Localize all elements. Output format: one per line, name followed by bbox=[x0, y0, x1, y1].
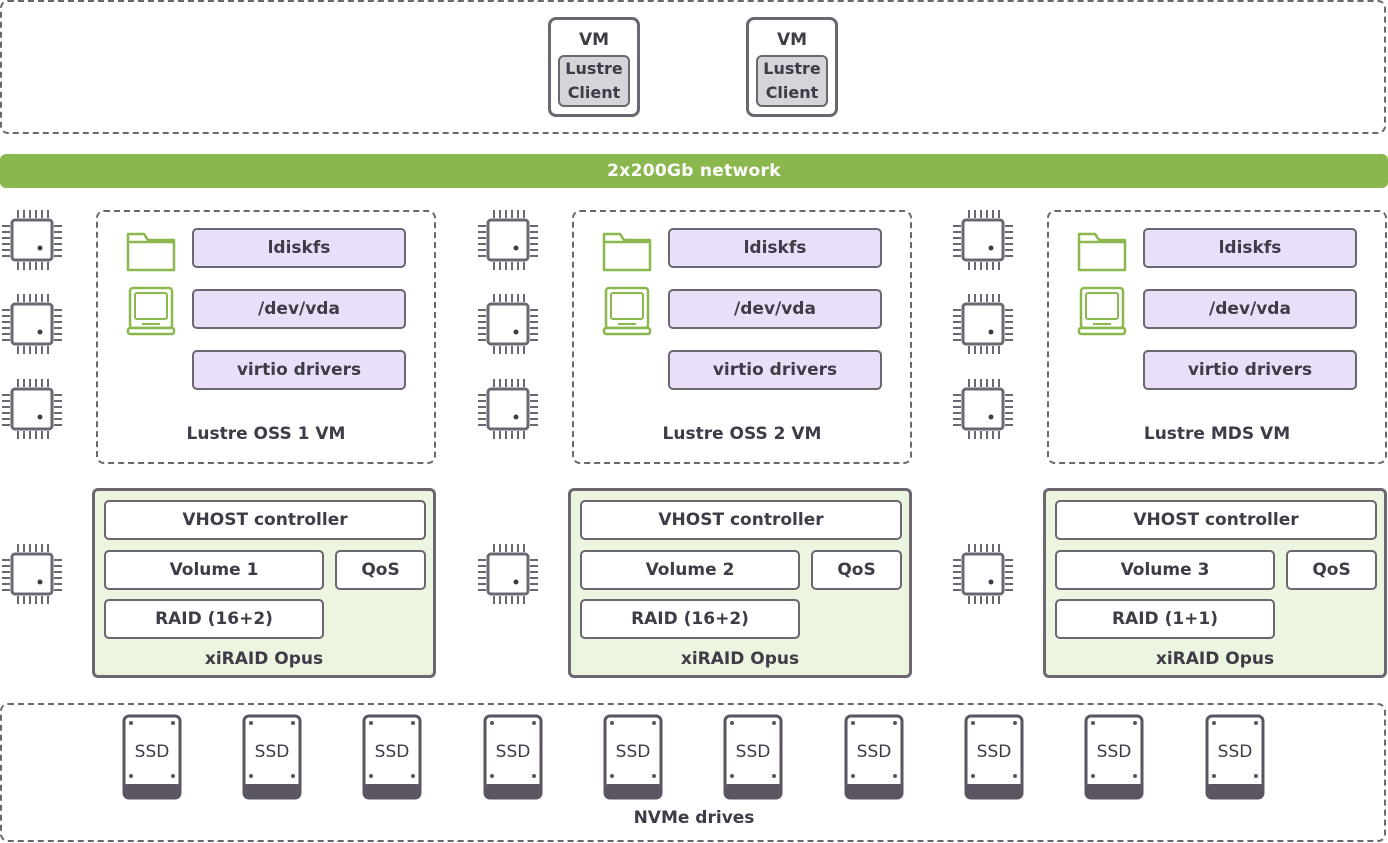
lustre-client-box: Lustre Client bbox=[756, 55, 828, 107]
volume-box: Volume 1 bbox=[104, 550, 324, 590]
ssd-drive: SSD bbox=[362, 714, 422, 800]
layer-dev-vda: /dev/vda bbox=[668, 289, 882, 329]
lustre-mds-vm-panel: ldiskfs /dev/vda virtio drivers Lustre M… bbox=[1047, 210, 1387, 464]
ssd-drive: SSD bbox=[603, 714, 663, 800]
ssd-drive: SSD bbox=[844, 714, 904, 800]
cpu-chip-icon bbox=[476, 208, 540, 272]
xiraid-opus-panel-3: VHOST controller Volume 3 QoS RAID (1+1)… bbox=[1043, 488, 1387, 678]
layer-ldiskfs: ldiskfs bbox=[668, 228, 882, 268]
cpu-chip-icon bbox=[951, 542, 1015, 606]
xiraid-opus-panel-2: VHOST controller Volume 2 QoS RAID (16+2… bbox=[568, 488, 912, 678]
cpu-chip-icon bbox=[951, 377, 1015, 441]
cpu-chip-icon bbox=[0, 542, 64, 606]
network-bar: 2x200Gb network bbox=[0, 154, 1388, 188]
xiraid-label: xiRAID Opus bbox=[1155, 649, 1275, 669]
ssd-drive: SSD bbox=[964, 714, 1024, 800]
lustre-client-line2: Client bbox=[765, 83, 819, 102]
cpu-chip-icon bbox=[0, 377, 64, 441]
ssd-drive: SSD bbox=[242, 714, 302, 800]
ssd-label: SSD bbox=[374, 742, 410, 762]
qos-box: QoS bbox=[335, 550, 426, 590]
folder-icon bbox=[1077, 232, 1127, 272]
qos-box: QoS bbox=[811, 550, 902, 590]
client-vm-title: VM bbox=[578, 30, 610, 50]
volume-box: Volume 2 bbox=[580, 550, 800, 590]
lustre-client-box: Lustre Client bbox=[558, 55, 630, 107]
raid-level-box: RAID (16+2) bbox=[580, 599, 800, 639]
ssd-label: SSD bbox=[735, 742, 771, 762]
xiraid-opus-panel-1: VHOST controller Volume 1 QoS RAID (16+2… bbox=[92, 488, 436, 678]
layer-ldiskfs: ldiskfs bbox=[192, 228, 406, 268]
client-vm-2: VM Lustre Client bbox=[746, 17, 838, 117]
layer-virtio-drivers: virtio drivers bbox=[192, 350, 406, 390]
ssd-label: SSD bbox=[134, 742, 170, 762]
lustre-client-line1: Lustre bbox=[763, 59, 821, 78]
vm-label: Lustre OSS 2 VM bbox=[662, 424, 822, 444]
ssd-label: SSD bbox=[615, 742, 651, 762]
hard-disk-icon bbox=[126, 286, 176, 336]
ssd-label: SSD bbox=[856, 742, 892, 762]
volume-box: Volume 3 bbox=[1055, 550, 1275, 590]
nvme-drives-area bbox=[0, 703, 1386, 842]
vhost-controller: VHOST controller bbox=[104, 500, 426, 540]
lustre-oss2-vm-panel: ldiskfs /dev/vda virtio drivers Lustre O… bbox=[572, 210, 912, 464]
xiraid-label: xiRAID Opus bbox=[680, 649, 800, 669]
lustre-client-line1: Lustre bbox=[565, 59, 623, 78]
cpu-chip-icon bbox=[476, 542, 540, 606]
layer-dev-vda: /dev/vda bbox=[1143, 289, 1357, 329]
ssd-label: SSD bbox=[254, 742, 290, 762]
ssd-label: SSD bbox=[976, 742, 1012, 762]
xiraid-label: xiRAID Opus bbox=[204, 649, 324, 669]
client-vm-title: VM bbox=[776, 30, 808, 50]
vhost-controller: VHOST controller bbox=[1055, 500, 1377, 540]
cpu-chip-icon bbox=[0, 292, 64, 356]
network-label: 2x200Gb network bbox=[607, 161, 781, 181]
raid-level-box: RAID (1+1) bbox=[1055, 599, 1275, 639]
hard-disk-icon bbox=[1077, 286, 1127, 336]
vm-label: Lustre OSS 1 VM bbox=[186, 424, 346, 444]
ssd-drive: SSD bbox=[122, 714, 182, 800]
cpu-chip-icon bbox=[951, 208, 1015, 272]
lustre-oss1-vm-panel: ldiskfs /dev/vda virtio drivers Lustre O… bbox=[96, 210, 436, 464]
ssd-drive: SSD bbox=[483, 714, 543, 800]
qos-box: QoS bbox=[1286, 550, 1377, 590]
cpu-chip-icon bbox=[951, 292, 1015, 356]
layer-virtio-drivers: virtio drivers bbox=[668, 350, 882, 390]
nvme-drives-label: NVMe drives bbox=[633, 808, 755, 828]
layer-ldiskfs: ldiskfs bbox=[1143, 228, 1357, 268]
ssd-drive: SSD bbox=[1205, 714, 1265, 800]
ssd-drive: SSD bbox=[1084, 714, 1144, 800]
cpu-chip-icon bbox=[0, 208, 64, 272]
client-area bbox=[0, 0, 1386, 134]
cpu-chip-icon bbox=[476, 377, 540, 441]
vhost-controller: VHOST controller bbox=[580, 500, 902, 540]
raid-level-box: RAID (16+2) bbox=[104, 599, 324, 639]
ssd-label: SSD bbox=[1217, 742, 1253, 762]
layer-virtio-drivers: virtio drivers bbox=[1143, 350, 1357, 390]
cpu-chip-icon bbox=[476, 292, 540, 356]
vm-label: Lustre MDS VM bbox=[1143, 424, 1291, 444]
ssd-label: SSD bbox=[1096, 742, 1132, 762]
folder-icon bbox=[126, 232, 176, 272]
client-vm-1: VM Lustre Client bbox=[548, 17, 640, 117]
ssd-label: SSD bbox=[495, 742, 531, 762]
layer-dev-vda: /dev/vda bbox=[192, 289, 406, 329]
folder-icon bbox=[602, 232, 652, 272]
hard-disk-icon bbox=[602, 286, 652, 336]
ssd-drive: SSD bbox=[723, 714, 783, 800]
lustre-client-line2: Client bbox=[567, 83, 621, 102]
